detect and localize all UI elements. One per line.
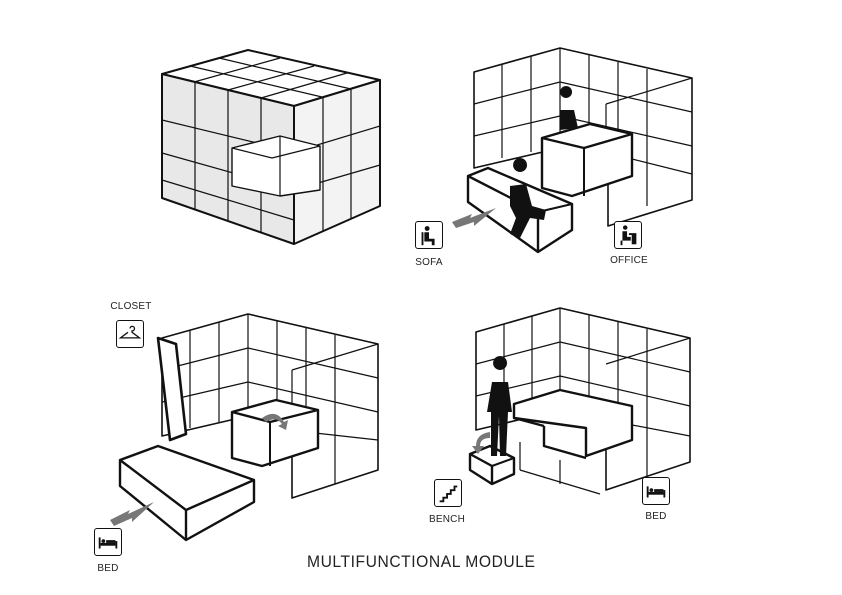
bed-icon-left xyxy=(94,528,122,556)
stairs-icon xyxy=(434,479,462,507)
sofa-icon xyxy=(415,221,443,249)
hanger-icon xyxy=(116,320,144,348)
bed-icon-right xyxy=(642,477,670,505)
diagram-title: MULTIFUNCTIONAL MODULE xyxy=(307,552,536,571)
label-office: OFFICE xyxy=(610,255,648,266)
label-bed-right: BED xyxy=(645,511,667,522)
office-icon xyxy=(614,221,642,249)
label-sofa: SOFA xyxy=(415,257,443,268)
label-closet: CLOSET xyxy=(110,301,152,312)
label-bed-left: BED xyxy=(97,563,119,574)
module-closet-bed xyxy=(110,313,379,542)
module-sofa-office xyxy=(452,47,693,254)
module-bench-bed xyxy=(468,307,691,495)
label-bench: BENCH xyxy=(428,514,465,525)
module-closed xyxy=(161,49,381,245)
